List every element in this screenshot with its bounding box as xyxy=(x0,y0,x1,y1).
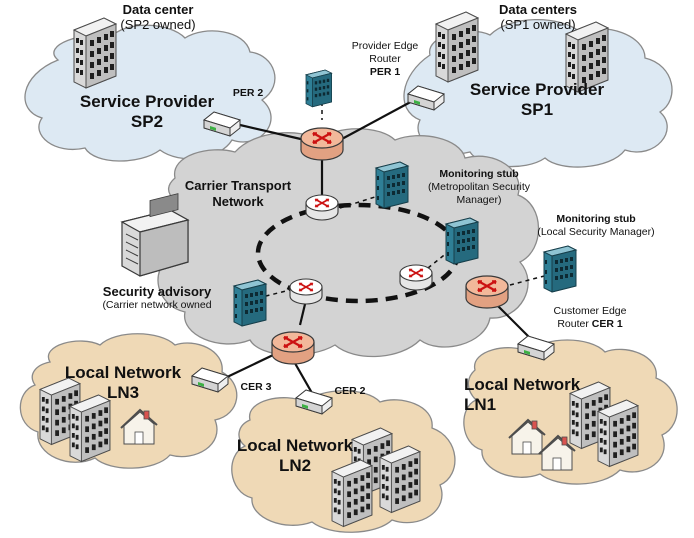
local-stub-line1: (Local Security Manager) xyxy=(537,226,655,238)
per1-name: PER 1 xyxy=(369,66,401,78)
cer1-line1: Customer Edge xyxy=(553,305,627,317)
ln2-title: Local Network xyxy=(236,436,354,455)
datacenter-sp1-owner: (SP1 owned) xyxy=(500,17,576,32)
dashed-links xyxy=(249,78,549,301)
per1-label: Provider Edge Router PER 1 xyxy=(340,40,430,79)
sp1-title: Service Provider xyxy=(469,80,605,99)
cer3-label: CER 3 xyxy=(236,381,276,394)
monitoring-server-metro-icon xyxy=(375,161,409,209)
sp2-cloud-label: Service Provider SP2 xyxy=(72,92,222,132)
cer3-name: CER 3 xyxy=(240,381,272,393)
carrier-title-line2: Network xyxy=(212,194,264,209)
ln2-cloud-label: Local Network LN2 xyxy=(230,436,360,476)
security-advisory-owner: (Carrier network owned xyxy=(102,299,212,311)
datacenter-sp1-a-icon xyxy=(435,11,479,83)
ln3-building-b-icon xyxy=(69,394,111,462)
sp1-cloud-label: Service Provider SP1 xyxy=(462,80,612,120)
datacenter-sp2-label: Data center (SP2 owned) xyxy=(108,2,208,32)
cer1-label: Customer Edge Router CER 1 xyxy=(540,305,640,331)
sp2-title: Service Provider xyxy=(79,92,215,111)
per2-label: PER 2 xyxy=(228,87,268,100)
local-stub-label: Monitoring stub (Local Security Manager) xyxy=(530,213,662,239)
router-cer1-hub-icon xyxy=(465,275,509,309)
cer1-line2-prefix: Router xyxy=(557,318,592,330)
metro-stub-label: Monitoring stub (Metropolitan Security M… xyxy=(424,168,534,207)
sp2-code: SP2 xyxy=(130,112,164,131)
cer1-name: CER 1 xyxy=(591,318,623,330)
per1-line1: Provider Edge xyxy=(351,40,419,52)
local-stub-title: Monitoring stub xyxy=(556,213,636,225)
router-core-right-icon xyxy=(399,264,433,291)
monitoring-server-local-icon xyxy=(543,245,577,293)
datacenter-sp2-owner: (SP2 owned) xyxy=(120,17,196,32)
ln1-title: Local Network xyxy=(464,375,581,394)
monitoring-server-top-icon xyxy=(305,69,333,108)
security-advisory-title: Security advisory xyxy=(102,284,212,299)
metro-stub-line2: Manager) xyxy=(456,194,502,206)
monitoring-server-left-icon xyxy=(233,279,267,327)
ln1-code: LN1 xyxy=(464,395,497,414)
ln1-building-b-icon xyxy=(597,399,639,467)
ln2-building-b-icon xyxy=(379,445,421,513)
router-ln-hub-icon xyxy=(271,331,315,365)
carrier-title-line1: Carrier Transport xyxy=(184,178,292,193)
monitoring-server-ring-icon xyxy=(445,217,479,265)
ln3-title: Local Network xyxy=(64,363,182,382)
router-per-hub-icon xyxy=(300,127,344,161)
per2-name: PER 2 xyxy=(232,87,264,99)
datacenter-sp2-title: Data center xyxy=(122,2,194,17)
datacenter-sp1-label: Data centers (SP1 owned) xyxy=(478,2,598,32)
sp1-code: SP1 xyxy=(520,100,554,119)
datacenter-sp1-title: Data centers xyxy=(498,2,578,17)
ln2-code: LN2 xyxy=(278,456,312,475)
security-advisory-label: Security advisory (Carrier network owned xyxy=(92,284,222,312)
metro-stub-line1: (Metropolitan Security xyxy=(427,181,531,193)
cer2-name: CER 2 xyxy=(334,385,366,397)
metro-stub-title: Monitoring stub xyxy=(439,168,519,180)
cer2-label: CER 2 xyxy=(330,385,370,398)
ln3-code: LN3 xyxy=(106,383,140,402)
security-advisory-icon xyxy=(120,193,190,277)
cloud-carrier xyxy=(153,128,540,358)
ln1-cloud-label: Local Network LN1 xyxy=(464,375,584,415)
carrier-cloud-label: Carrier Transport Network xyxy=(178,178,298,210)
per1-line2: Router xyxy=(369,53,401,65)
ln3-cloud-label: Local Network LN3 xyxy=(58,363,188,403)
router-core-left-icon xyxy=(289,278,323,305)
router-core-top-icon xyxy=(305,194,339,221)
